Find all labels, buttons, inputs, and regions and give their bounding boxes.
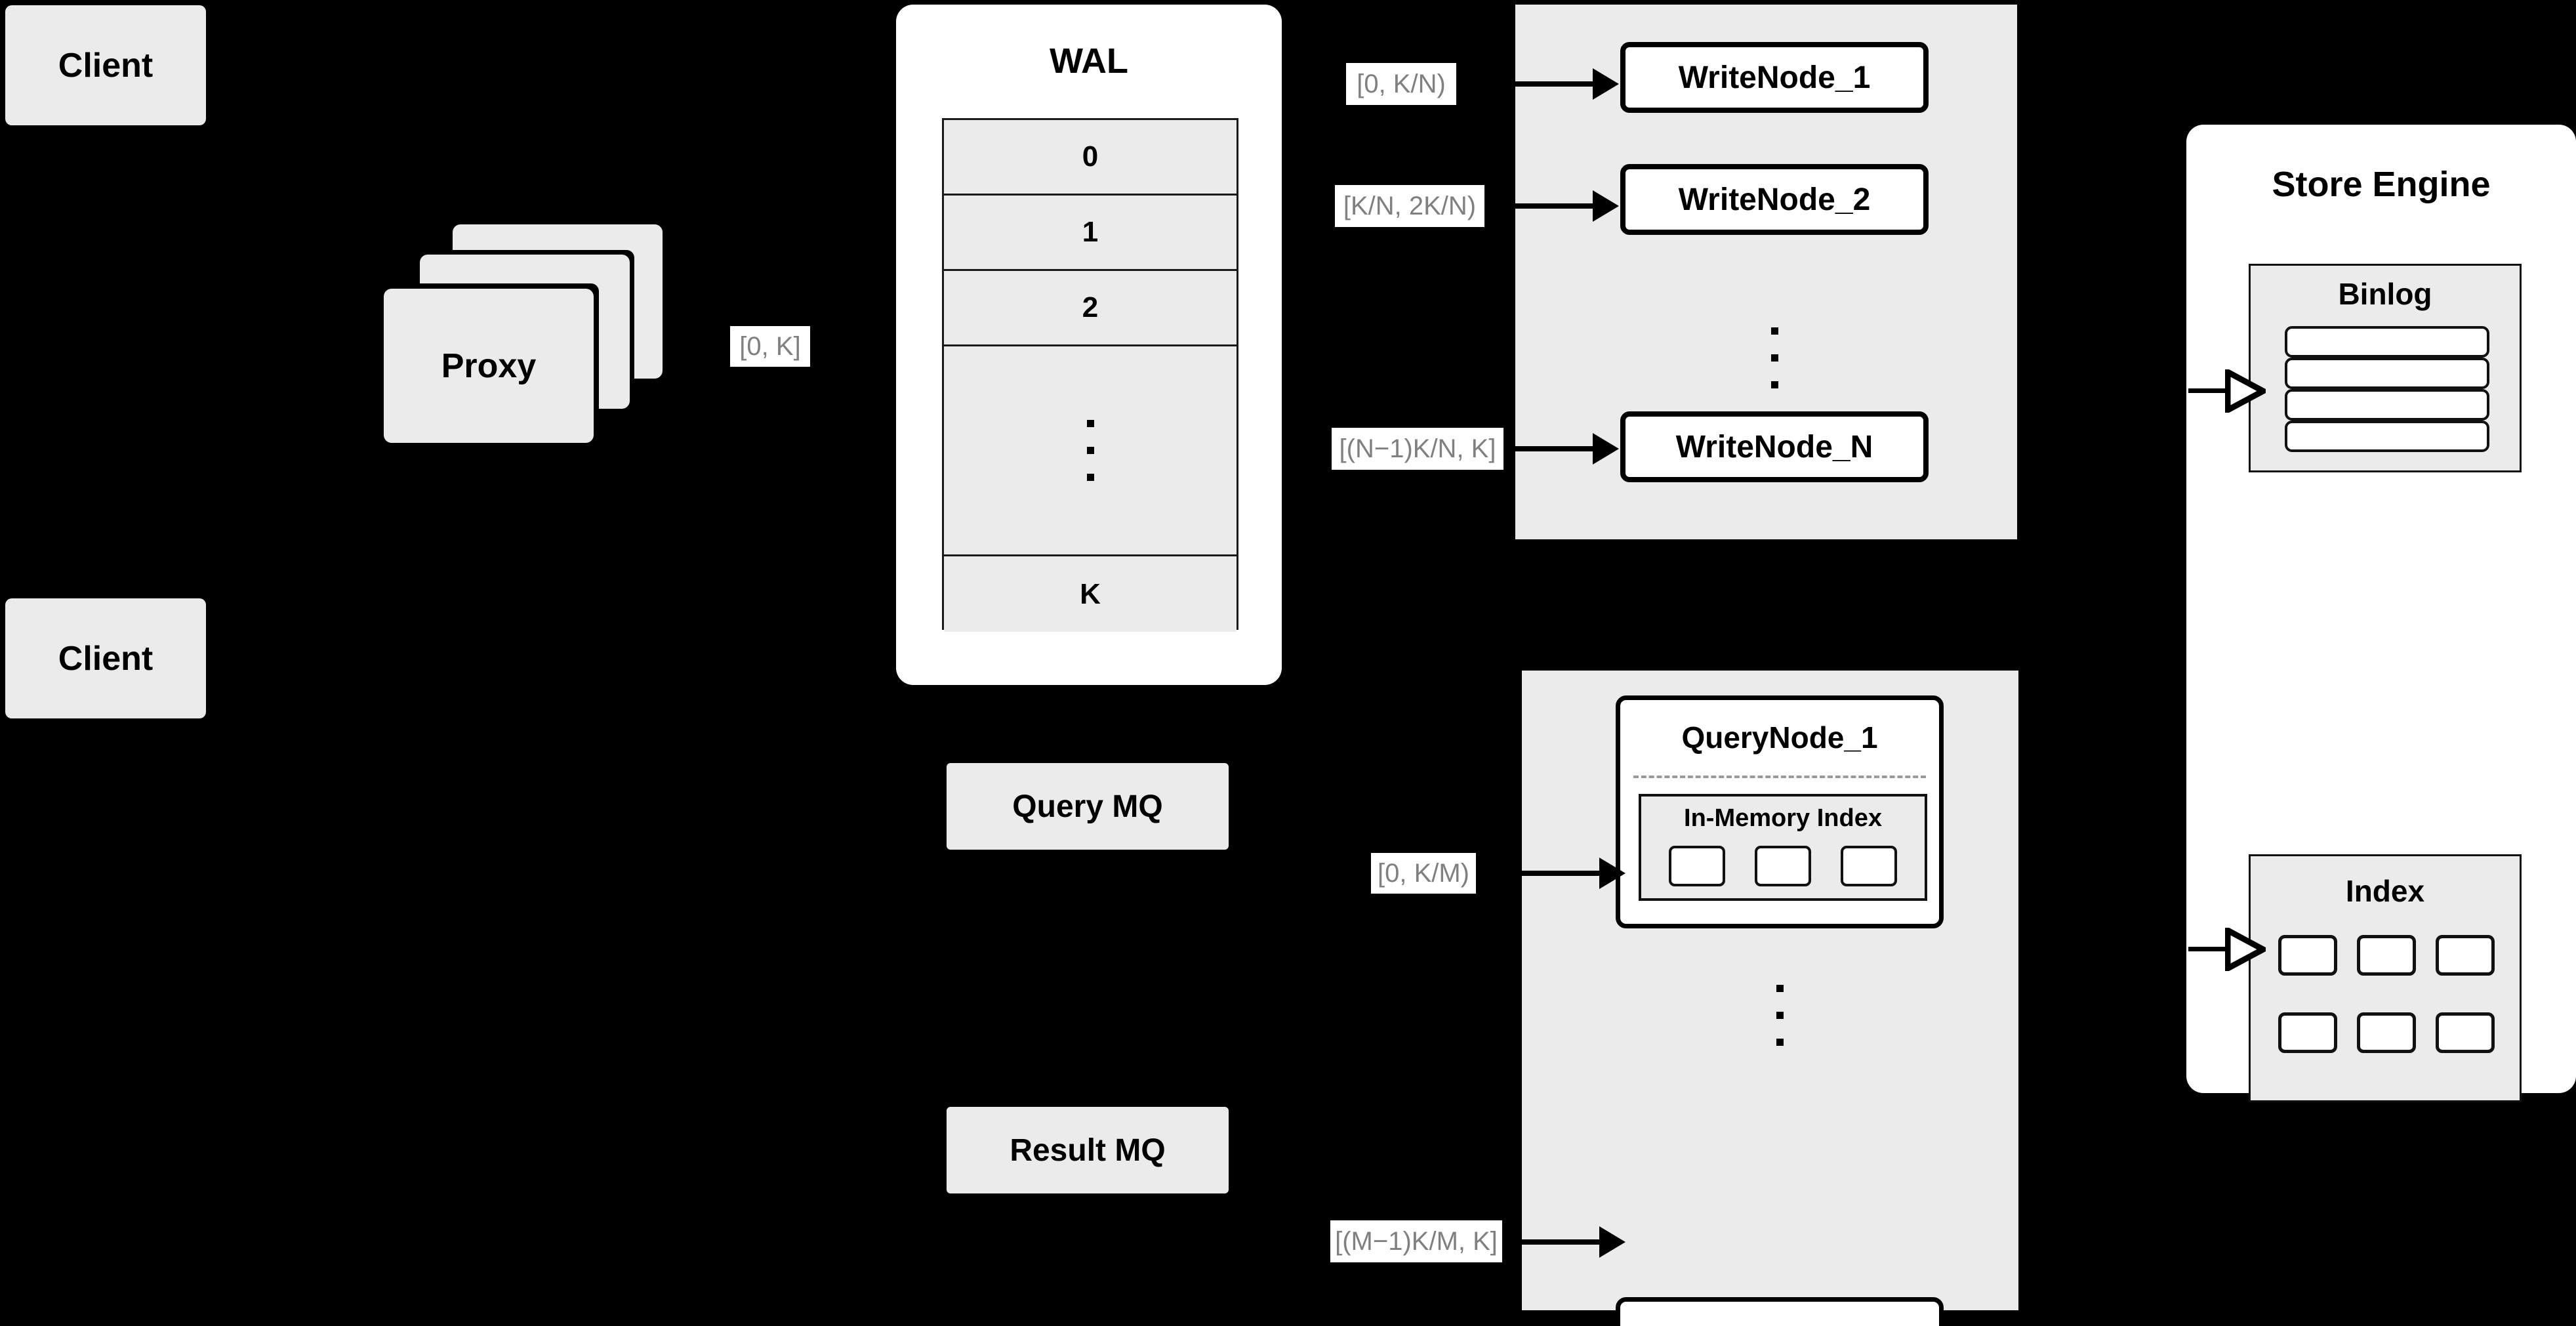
store-engine-panel: Store Engine Binlog Index — [2186, 125, 2576, 1102]
wal-title: WAL — [1050, 41, 1128, 81]
wal-row-1[interactable]: 1 — [944, 196, 1237, 271]
edge-line-write-to-binlog — [2188, 388, 2229, 393]
index-box[interactable]: Index — [2249, 854, 2522, 1102]
binlog-segment[interactable] — [2285, 421, 2489, 452]
write-node-2[interactable]: WriteNode_2 — [1620, 164, 1929, 235]
ellipsis-dot — [1770, 354, 1778, 362]
query-node-1-divider — [1633, 776, 1926, 778]
arrowhead-mq-to-querynode-1 — [1599, 858, 1625, 889]
write-node-1[interactable]: WriteNode_1 — [1620, 42, 1929, 113]
index-cell[interactable] — [1841, 846, 1897, 886]
binlog-segment[interactable] — [2285, 358, 2489, 389]
edge-label-proxy-to-wal: [0, K] — [730, 326, 810, 367]
in-memory-index-1-cells — [1669, 846, 1897, 886]
proxy-box[interactable]: Proxy — [384, 289, 594, 443]
ellipsis-dot — [1776, 1038, 1784, 1046]
index-cell[interactable] — [2278, 1012, 2337, 1053]
edge-line-mq-to-querynode-m — [1502, 1239, 1601, 1245]
edge-label-mq-to-querynode-1: [0, K/M) — [1371, 853, 1476, 894]
ellipsis-dot — [1086, 420, 1094, 427]
index-cell[interactable] — [2357, 935, 2416, 976]
query-cluster-ellipsis — [1744, 953, 1816, 1077]
arrowhead-mq-to-querynode-m — [1599, 1226, 1625, 1258]
arrowhead-wal-to-writenode-2 — [1593, 190, 1619, 222]
binlog-segment[interactable] — [2285, 389, 2489, 421]
index-cell[interactable] — [1755, 846, 1811, 886]
wal-row-list: 0 1 2 K — [942, 118, 1238, 632]
index-cell[interactable] — [2357, 1012, 2416, 1053]
in-memory-index-1[interactable]: In-Memory Index — [1639, 794, 1927, 901]
binlog-box[interactable]: Binlog — [2249, 264, 2522, 472]
wal-row-ellipsis — [944, 346, 1237, 556]
write-node-n[interactable]: WriteNode_N — [1620, 411, 1929, 482]
arrowhead-write-to-binlog — [2225, 369, 2266, 413]
write-node-1-label: WriteNode_1 — [1678, 60, 1871, 95]
arrowhead-wal-to-writenode-n — [1593, 433, 1619, 465]
edge-label-wal-to-writenode-n: [(N−1)K/N, K] — [1332, 428, 1503, 470]
wal-row-0[interactable]: 0 — [944, 120, 1237, 196]
ellipsis-dot — [1770, 381, 1778, 388]
wal-panel: WAL 0 1 2 K — [896, 5, 1282, 685]
write-node-n-label: WriteNode_N — [1675, 429, 1873, 465]
query-mq-label: Query MQ — [1012, 789, 1163, 824]
wal-row-k[interactable]: K — [944, 556, 1237, 632]
edge-label-wal-to-writenode-1: [0, K/N) — [1346, 63, 1456, 105]
in-memory-index-1-label: In-Memory Index — [1684, 804, 1882, 832]
query-node-1-label: QueryNode_1 — [1681, 720, 1878, 755]
edge-line-wal-to-writenode-n — [1503, 446, 1594, 451]
arrowhead-wal-to-writenode-1 — [1593, 68, 1619, 100]
wal-row-2[interactable]: 2 — [944, 271, 1237, 346]
query-node-m-label: QueryNode_1 — [1620, 1321, 1939, 1326]
edge-label-wal-to-writenode-2: [K/N, 2K/N) — [1335, 185, 1484, 227]
ellipsis-dot — [1770, 327, 1778, 335]
edge-line-wal-to-writenode-1 — [1456, 81, 1594, 87]
client-box-1[interactable]: Client — [5, 5, 206, 125]
ellipsis-dot — [1776, 984, 1784, 992]
result-mq-box[interactable]: Result MQ — [947, 1107, 1229, 1193]
binlog-title: Binlog — [2338, 277, 2432, 311]
edge-label-mq-to-querynode-m: [(M−1)K/M, K] — [1330, 1220, 1502, 1262]
ellipsis-dot — [1776, 1011, 1784, 1019]
query-mq-box[interactable]: Query MQ — [947, 763, 1229, 850]
client-box-2[interactable]: Client — [5, 598, 206, 718]
ellipsis-dot — [1086, 447, 1094, 454]
arrowhead-query-to-index — [2225, 928, 2266, 971]
edge-line-wal-to-writenode-2 — [1484, 203, 1594, 209]
binlog-segment[interactable] — [2285, 326, 2489, 358]
result-mq-label: Result MQ — [1010, 1132, 1166, 1168]
client-label-2: Client — [58, 639, 153, 678]
edge-line-query-to-index — [2188, 947, 2229, 951]
index-cell[interactable] — [2436, 935, 2495, 976]
index-cell[interactable] — [2278, 935, 2337, 976]
write-node-2-label: WriteNode_2 — [1678, 182, 1871, 217]
query-node-cluster: QueryNode_1 In-Memory Index QueryNode_1 — [1522, 671, 2018, 1326]
index-cell[interactable] — [2436, 1012, 2495, 1053]
index-cell[interactable] — [1669, 846, 1725, 886]
edge-line-mq-to-querynode-1 — [1476, 871, 1601, 876]
query-node-m[interactable]: QueryNode_1 In-Memory Index — [1616, 1297, 1944, 1326]
write-cluster-ellipsis — [1738, 276, 1810, 440]
store-engine-title: Store Engine — [2272, 165, 2491, 204]
client-label-1: Client — [58, 46, 153, 85]
ellipsis-dot — [1086, 474, 1094, 481]
proxy-label: Proxy — [441, 346, 537, 385]
query-node-1[interactable]: QueryNode_1 In-Memory Index — [1616, 695, 1944, 928]
index-title: Index — [2345, 874, 2425, 908]
